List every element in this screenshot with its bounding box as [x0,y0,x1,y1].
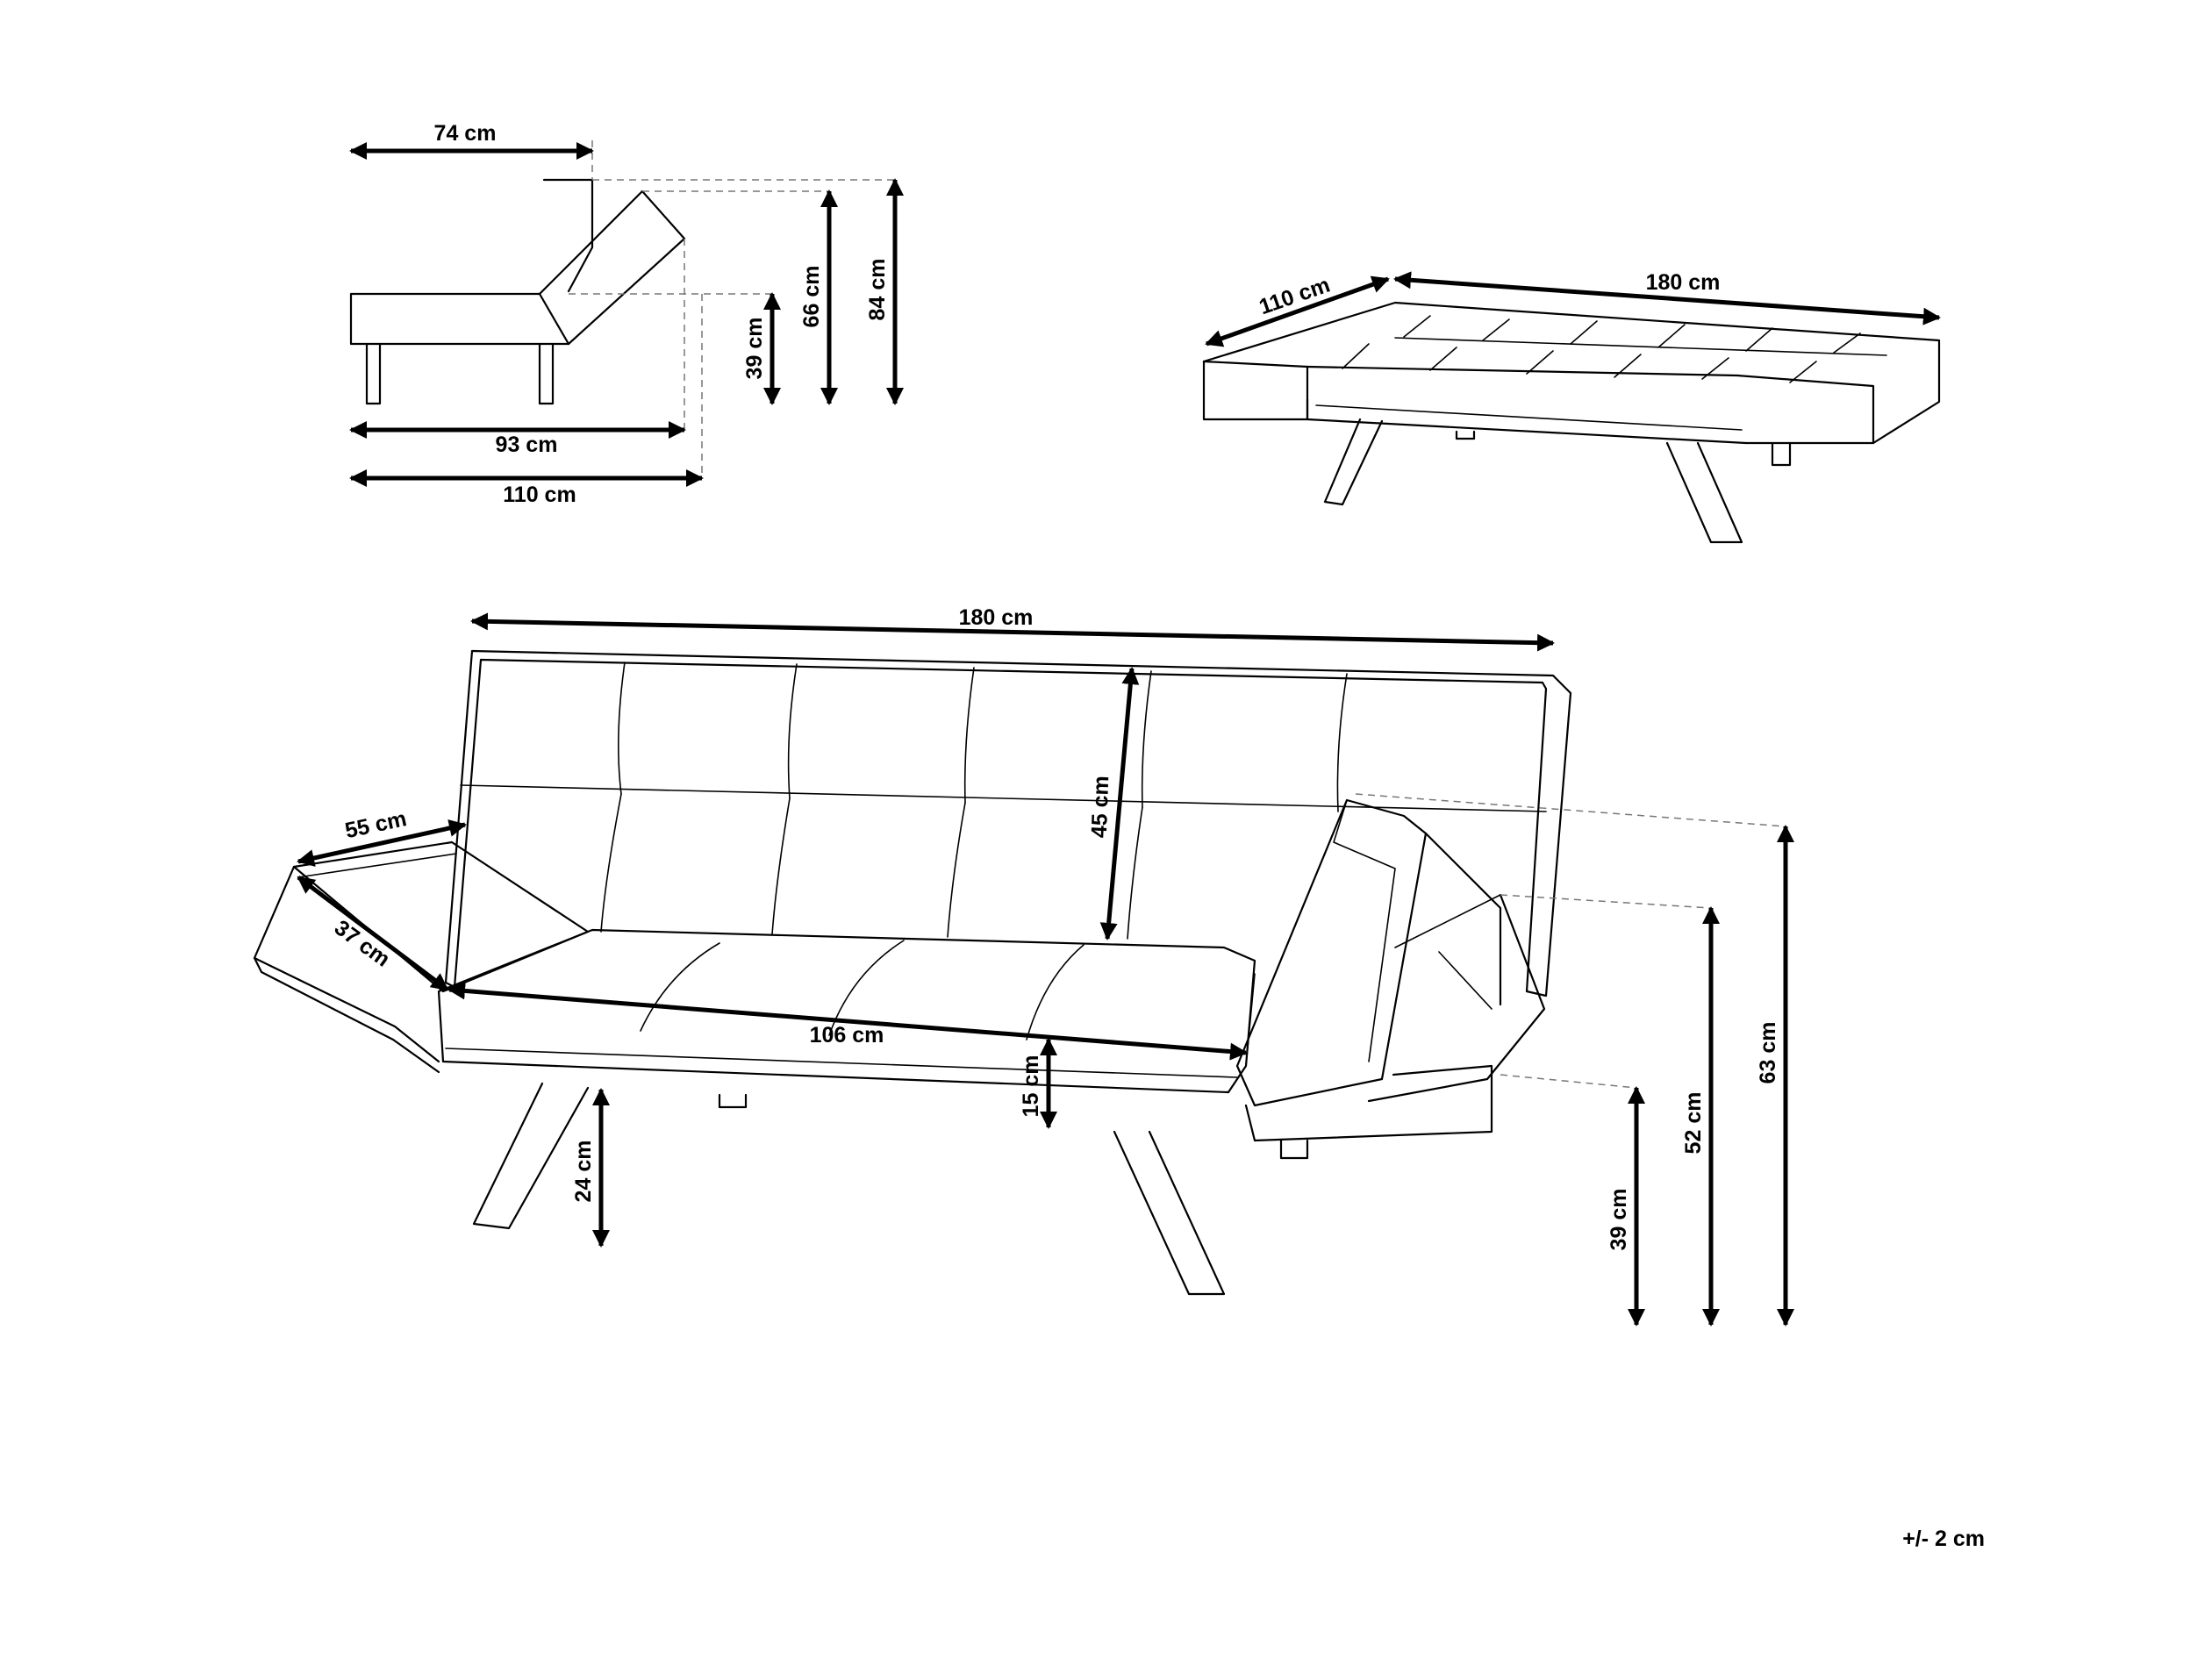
front-back-height-arrow [1099,667,1140,940]
front-seat-width-label: 106 cm [810,1023,884,1048]
front-view-guides [1355,793,1786,1089]
bed-view-sofa-outline [1202,301,1941,544]
side-seat-height-label: 39 cm [742,318,767,380]
front-view-sofa-outline [253,649,1572,1296]
bed-depth-arrow [1205,275,1390,347]
front-width-label: 180 cm [959,605,1034,630]
front-leg-height-label: 24 cm [571,1141,596,1203]
side-view-sofa-outline [349,178,686,405]
front-armrest-height-label: 52 cm [1681,1092,1706,1155]
front-total-height-label: 63 cm [1756,1022,1780,1084]
side-back-height-label: 66 cm [799,266,824,328]
side-view-guides [569,140,895,478]
front-seat-thickness-label: 15 cm [1019,1055,1043,1118]
side-view: 74 cm 39 cm 66 cm 84 cm 93 cm 110 cm [349,121,904,507]
bed-width-label: 180 cm [1646,270,1721,295]
front-armrest-length-arrow [297,819,467,867]
side-total-depth-label: 110 cm [503,483,576,507]
front-back-height-label: 45 cm [1087,776,1113,839]
front-seat-height-label: 39 cm [1607,1189,1631,1251]
side-seat-depth-label: 93 cm [496,433,558,457]
front-width-arrow [470,612,1555,652]
tolerance-note: +/- 2 cm [1902,1527,1985,1551]
front-armrest-width-arrow [297,876,449,991]
side-total-height-label: 84 cm [865,259,890,321]
side-depth-label: 74 cm [434,121,497,146]
bed-view: 110 cm 180 cm [1202,270,1941,544]
front-view: 180 cm 45 cm 55 cm 37 cm 106 cm 15 cm 24… [253,605,1794,1326]
bed-width-arrow [1393,271,1941,325]
front-seat-width-arrow [447,982,1248,1061]
